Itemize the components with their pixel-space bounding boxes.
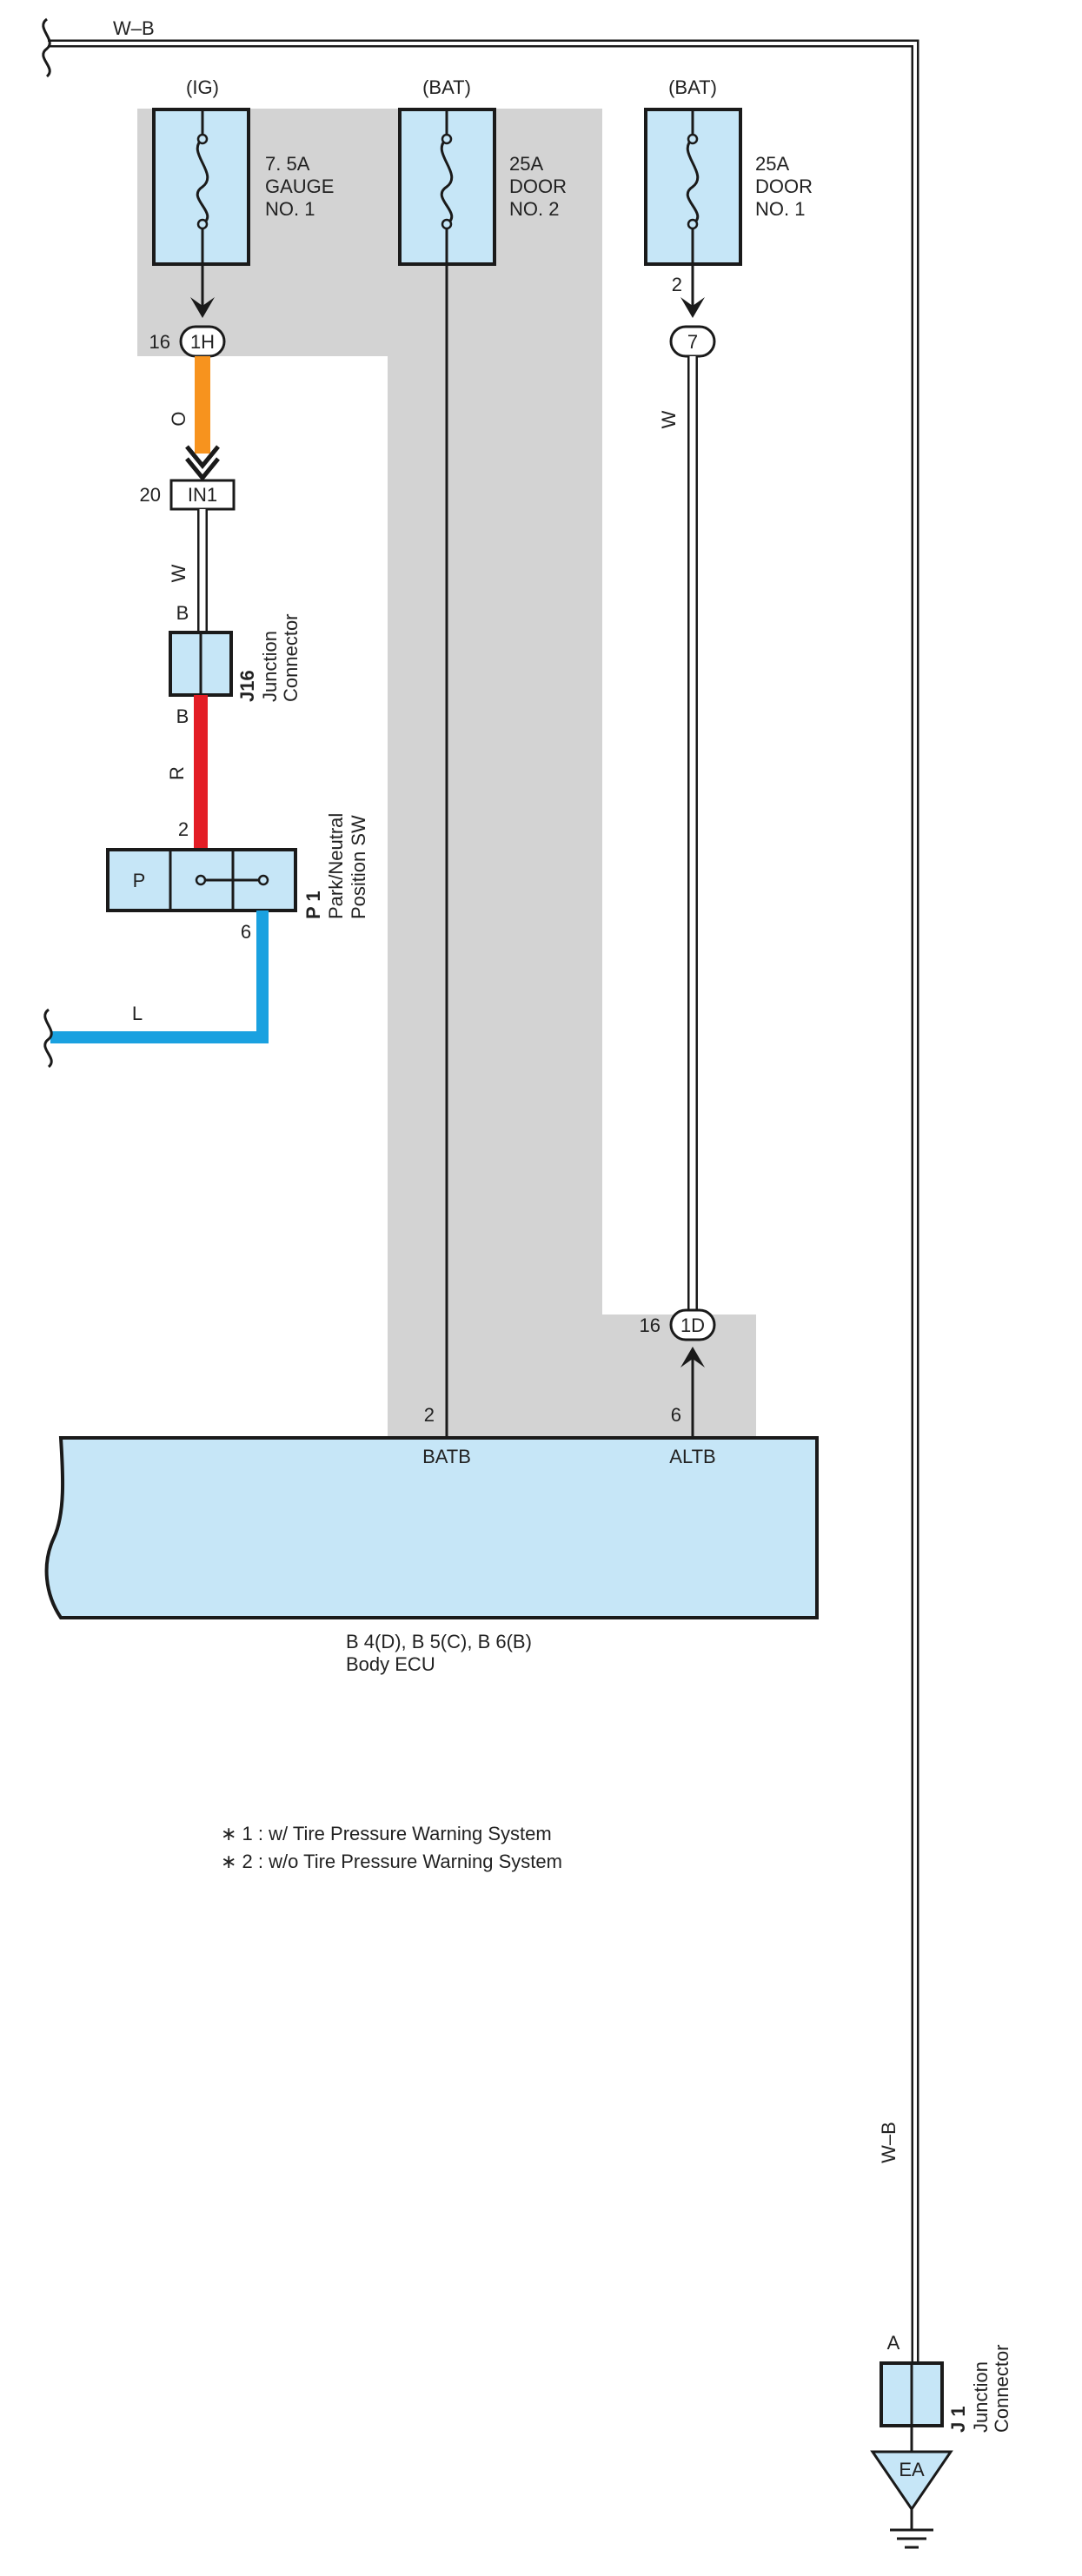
ecu-label-altb: ALTB	[669, 1446, 715, 1467]
ecu-codes: B 4(D), B 5(C), B 6(B)	[346, 1631, 532, 1652]
note-1: ∗ 1 : w/ Tire Pressure Warning System	[221, 1823, 552, 1844]
wire-wb-right-label: W–B	[878, 2122, 899, 2163]
fuse-gauge-name1: GAUGE	[265, 175, 334, 197]
fuse-gauge-symbol	[196, 109, 209, 264]
ground-ea-triangle	[870, 2450, 953, 2512]
fuse-gauge-rating: 7. 5A	[265, 153, 310, 175]
j16-pin-top: B	[176, 602, 189, 624]
fuse-door1-symbol	[686, 109, 700, 264]
p1-pin-in: 2	[178, 818, 189, 840]
p1-line1: Park/Neutral	[325, 813, 347, 919]
fuse-door2-rating: 25A	[509, 153, 543, 175]
ecu-name: Body ECU	[346, 1653, 435, 1675]
connector-1h-id: 1H	[190, 331, 215, 353]
connector-arrow-1h	[190, 297, 215, 318]
j1-pin: A	[887, 2332, 900, 2354]
fuse-door2-name1: DOOR	[509, 175, 567, 197]
fuse-door1-rating: 25A	[755, 153, 789, 175]
fuse-door1-source: (BAT)	[668, 76, 717, 98]
j16-code: J16	[236, 670, 258, 702]
p1-box-label: P	[133, 870, 146, 891]
fuse-door2-source: (BAT)	[422, 76, 471, 98]
j1-line2: Connector	[991, 2344, 1012, 2433]
connector-7-id: 7	[687, 331, 698, 353]
ecu-label-batb: BATB	[422, 1446, 471, 1467]
fuse-door1-name1: DOOR	[755, 175, 813, 197]
fuse-door2-symbol	[440, 109, 454, 264]
connector-in1	[169, 479, 236, 511]
p1-code: P 1	[302, 891, 324, 919]
j1-line1: Junction	[970, 2361, 992, 2433]
connector-in1-id: IN1	[188, 484, 217, 506]
connector-1d	[669, 1308, 716, 1341]
j1-code: J 1	[947, 2406, 969, 2433]
ground-ea-label: EA	[899, 2459, 925, 2480]
connector-1d-pin: 16	[640, 1314, 660, 1336]
wire-break-top-left	[42, 17, 51, 78]
wire-blue-label: L	[132, 1003, 143, 1024]
fuse-gauge-name2: NO. 1	[265, 198, 315, 220]
j16-line1: Junction	[259, 631, 281, 702]
connector-1h-pin: 16	[149, 331, 170, 353]
connector-arrow-in1	[185, 445, 220, 481]
connector-arrow-7	[680, 297, 705, 318]
note-2: ∗ 2 : w/o Tire Pressure Warning System	[221, 1851, 562, 1872]
wire-red-label: R	[166, 766, 188, 780]
body-ecu-box	[44, 1436, 819, 1619]
ecu-pin-batb: 2	[424, 1404, 435, 1426]
connector-7-pin: 2	[672, 274, 682, 295]
fuse-door1-name2: NO. 1	[755, 198, 805, 220]
j16-line2: Connector	[280, 613, 302, 702]
wire-white-2-label: W	[658, 410, 680, 428]
wire-break-left	[43, 1008, 53, 1069]
p1-line2: Position SW	[348, 815, 369, 919]
ecu-pin-altb: 6	[671, 1404, 681, 1426]
p1-pin-out: 6	[241, 921, 251, 943]
j16-pin-bottom: B	[176, 705, 189, 727]
wire-white-1-label: W	[168, 564, 189, 582]
fuse-door2-name2: NO. 2	[509, 198, 559, 220]
connector-1d-id: 1D	[680, 1314, 705, 1336]
wire-blue	[50, 911, 269, 1043]
wire-orange-label: O	[168, 411, 189, 426]
fuse-gauge-source: (IG)	[186, 76, 219, 98]
connector-in1-pin: 20	[140, 484, 161, 506]
wire-wb-top-label: W–B	[113, 17, 155, 39]
ground-icon	[890, 2509, 933, 2549]
